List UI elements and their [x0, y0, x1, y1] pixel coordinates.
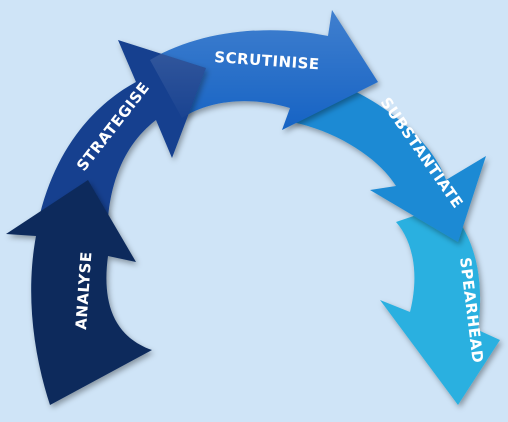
spearhead-arrow: [380, 205, 500, 405]
gloss-overlay: [150, 10, 378, 130]
analyse-label: ANALYSE: [72, 251, 95, 330]
substantiate-arrow: [292, 76, 486, 242]
analyse-arrow: [6, 180, 152, 405]
